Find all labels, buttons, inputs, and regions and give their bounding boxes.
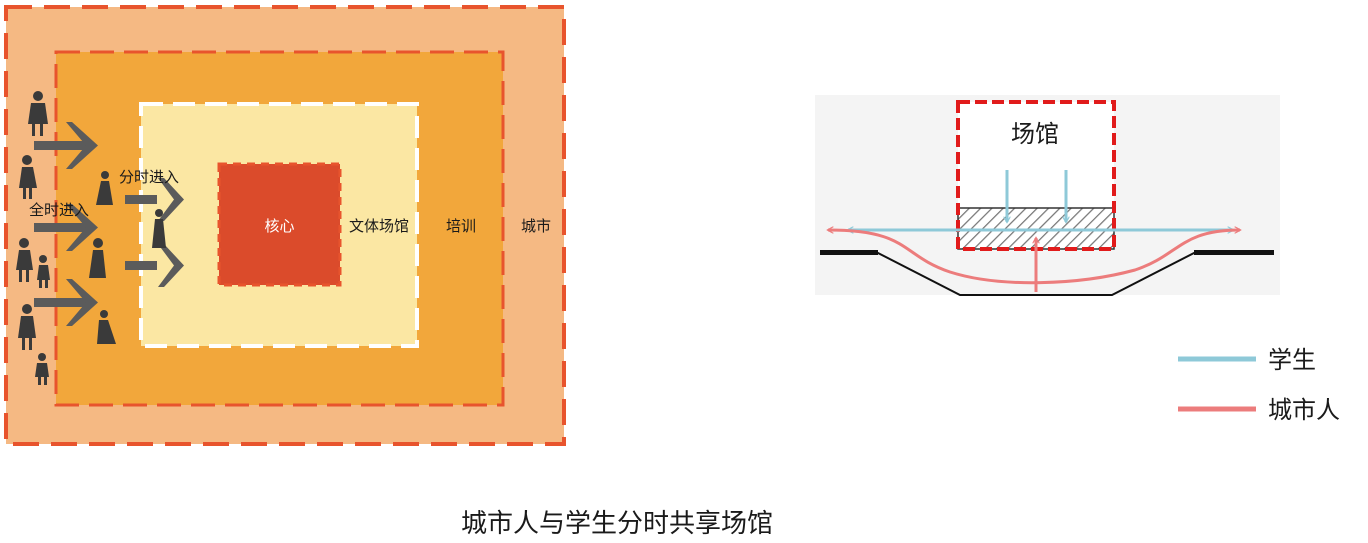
person-icon (16, 238, 33, 282)
section-diagram: 场馆 学生 城市人 (815, 95, 1340, 424)
legend-city-people-label: 城市人 (1268, 396, 1340, 424)
ground-right-thick (1194, 250, 1274, 255)
ground-left-thick (820, 250, 878, 255)
culture-sports-zone-border (139, 102, 419, 348)
city-zone-border (4, 5, 566, 446)
city-people-flow-curve (828, 230, 1240, 285)
arrow-right-icon (125, 178, 184, 221)
person-icon (152, 209, 166, 248)
person-icon (18, 304, 36, 350)
person-icon (37, 255, 50, 288)
arrow-right-icon (125, 244, 184, 287)
person-icon (28, 91, 48, 136)
full-time-entry-label: 全时进入 (29, 201, 89, 219)
venue-label: 场馆 (1011, 120, 1059, 148)
arrow-right-icon (34, 279, 98, 326)
timed-entry-label: 分时进入 (119, 168, 179, 186)
core-zone-border (217, 162, 342, 287)
training-zone-border (54, 50, 505, 407)
legend: 学生 城市人 (1178, 346, 1340, 424)
arrow-right-icon (34, 204, 98, 251)
zoning-diagram: 核心 文体场馆 培训 城市 (4, 5, 566, 446)
arrow-right-icon (34, 122, 98, 169)
full-time-entry-arrows (34, 122, 98, 326)
core-zone (219, 164, 340, 285)
core-label: 核心 (264, 217, 294, 235)
city-label: 城市 (521, 217, 551, 235)
person-icon (97, 310, 116, 344)
culture-sports-label: 文体场馆 (349, 217, 409, 235)
person-icon (96, 171, 113, 205)
diagram-caption: 城市人与学生分时共享场馆 (461, 509, 773, 539)
training-label: 培训 (446, 217, 476, 235)
person-icon (89, 238, 106, 278)
timed-entry-arrows (125, 178, 184, 287)
person-icon (35, 353, 49, 385)
person-icon (19, 155, 37, 199)
legend-student-label: 学生 (1268, 346, 1316, 374)
people-silhouettes (16, 91, 166, 385)
